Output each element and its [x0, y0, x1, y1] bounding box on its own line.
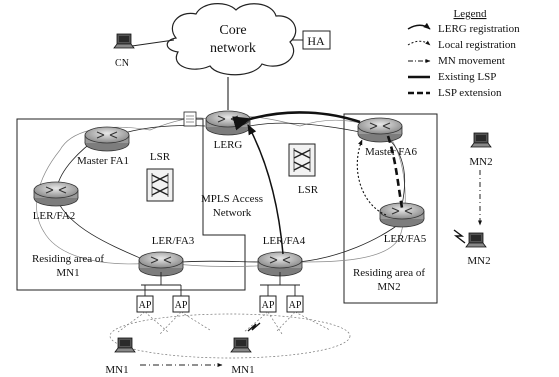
- cn-label: CN: [115, 58, 129, 69]
- mn2-wireless-icon: [453, 229, 466, 244]
- lsr-left-label: LSR: [150, 151, 171, 163]
- ler-fa3-label: LER/FA3: [152, 235, 195, 247]
- ler-fa4-label: LER/FA4: [263, 235, 306, 247]
- legend-item-local-registration: Local registration: [438, 39, 516, 51]
- ap-group-right: [260, 272, 300, 296]
- ha-label: HA: [307, 34, 325, 48]
- mn2-start-label: MN2: [469, 156, 492, 168]
- ap-label-2: AP: [175, 300, 188, 311]
- cn-computer-icon: [113, 33, 135, 49]
- mn1-start-laptop-icon: [114, 337, 136, 353]
- core-network-cloud: Core network: [166, 3, 297, 76]
- mn2-end-label: MN2: [467, 255, 490, 267]
- lerg-registration-arrow: [247, 124, 284, 255]
- legend-item-lsp-extension: LSP extension: [438, 87, 502, 99]
- mn1-end-laptop-icon: [230, 337, 252, 353]
- mpls-label-2: Network: [213, 207, 252, 219]
- mn2-end-laptop-icon: [465, 232, 487, 248]
- lerg-fa6-link: [249, 122, 361, 133]
- lerg-port-lines: [186, 115, 194, 123]
- lerg-label: LERG: [214, 139, 243, 151]
- cn-link: [131, 39, 175, 47]
- mn1-end-label: MN1: [231, 364, 254, 376]
- legend: Legend LERG registration Local registrat…: [407, 8, 520, 99]
- ap-label-4: AP: [289, 300, 302, 311]
- local-registration-arrow: [356, 139, 387, 216]
- mn2-start-laptop-icon: [470, 132, 492, 148]
- residing-area-mn2-box: [343, 113, 438, 304]
- residing-area-mn1-box: [16, 118, 246, 291]
- lsr-right-label: LSR: [298, 184, 319, 196]
- residing-area-mn1-label-2: MN1: [56, 267, 79, 279]
- ler-fa2-router-icon: [33, 181, 79, 207]
- ler-fa2-label: LER/FA2: [33, 210, 76, 222]
- ap-label-3: AP: [262, 300, 275, 311]
- ler-fa5-label: LER/FA5: [384, 233, 427, 245]
- residing-area-mn1-label-1: Residing area of: [32, 253, 104, 265]
- core-network-label-2: network: [210, 41, 256, 56]
- lerg-router-icon: [205, 110, 251, 136]
- legend-item-mn-movement: MN movement: [438, 55, 505, 67]
- legend-title: Legend: [454, 8, 487, 20]
- legend-symbol-local-registration: [407, 40, 431, 46]
- master-fa6-router-icon: [357, 117, 403, 143]
- ha-box: [302, 30, 331, 50]
- master-fa1-label: Master FA1: [77, 155, 129, 167]
- core-network-label-1: Core: [219, 23, 246, 38]
- lsr-left-icon: [146, 168, 174, 202]
- mn1-start-label: MN1: [105, 364, 128, 376]
- ap-group-left: [141, 272, 182, 296]
- master-fa1-router-icon: [84, 126, 130, 152]
- existing-lsp-line: [232, 111, 361, 131]
- residing-area-mn2-label-2: MN2: [377, 281, 400, 293]
- legend-symbol-lerg-registration: [407, 22, 431, 30]
- residing-area-mn2-label-1: Residing area of: [353, 267, 425, 279]
- lsr-right-icon: [288, 143, 316, 177]
- lerg-fa1-link: [120, 125, 206, 135]
- mpls-label-1: MPLS Access: [201, 193, 263, 205]
- ap-coverage-cells: [109, 311, 351, 359]
- router-links: [56, 136, 406, 263]
- legend-item-existing-lsp: Existing LSP: [438, 71, 496, 83]
- mn1-wireless-icon: [247, 322, 261, 332]
- ap-label-1: AP: [139, 300, 152, 311]
- lsp-extension-line: [386, 135, 404, 209]
- legend-item-lerg-registration: LERG registration: [438, 23, 520, 35]
